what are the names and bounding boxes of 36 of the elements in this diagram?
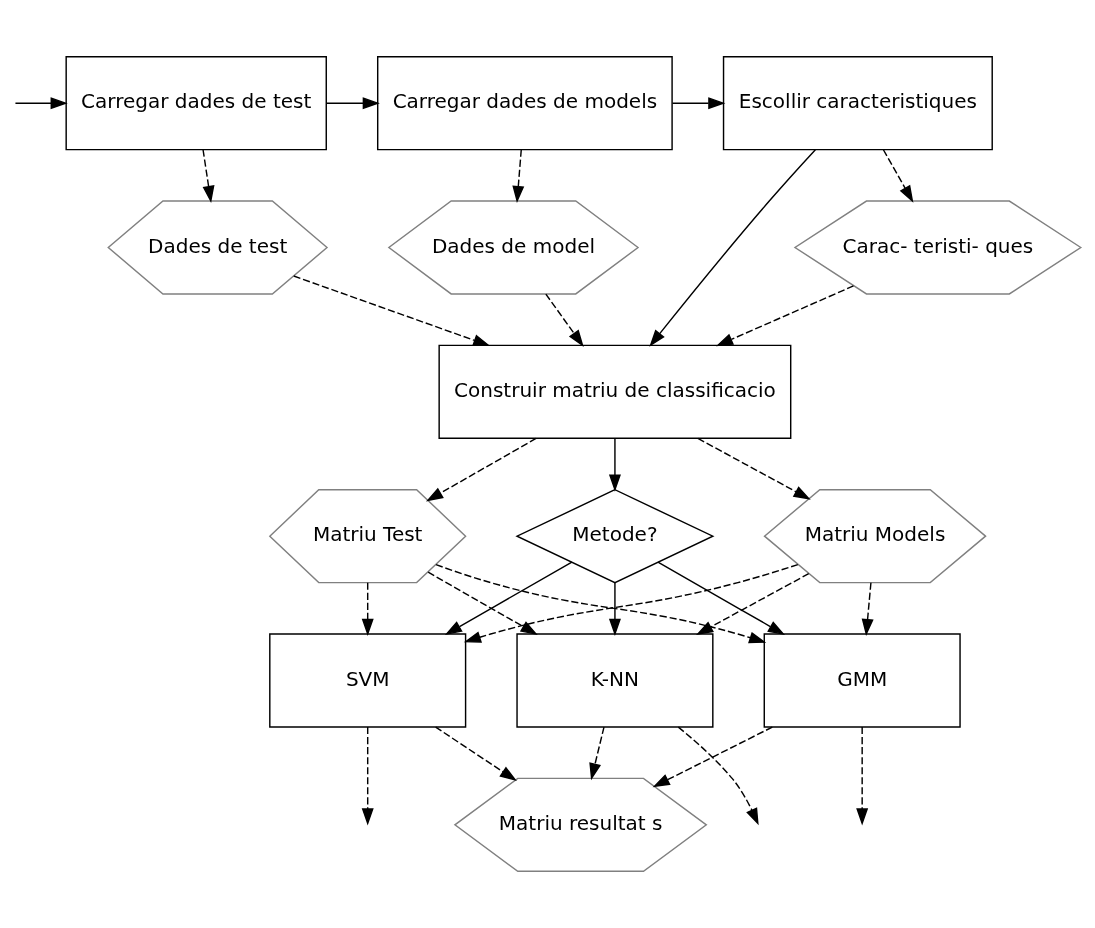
node-diamond: Metode?: [515, 488, 715, 584]
node-box: GMM: [763, 633, 961, 728]
arrow: [202, 149, 215, 203]
arrow: [463, 563, 799, 643]
arrow: [649, 149, 817, 347]
arrow: [696, 572, 810, 635]
node-box: Carregar dades de models: [377, 56, 673, 151]
node-box: Escollir caracteristiques: [722, 56, 993, 151]
node-box: Carregar dades de test: [65, 56, 327, 151]
arrow: [434, 726, 517, 782]
arrow: [435, 563, 767, 644]
arrow: [677, 726, 759, 826]
arrow: [671, 97, 726, 110]
arrow: [427, 571, 538, 635]
arrow: [715, 285, 855, 347]
arrow: [608, 437, 621, 492]
arrow: [425, 437, 537, 502]
arrow: [545, 293, 584, 347]
arrow: [657, 561, 786, 635]
arrow: [14, 97, 68, 110]
arrow: [361, 726, 374, 826]
node-box: SVM: [269, 633, 467, 728]
arrow: [856, 726, 869, 826]
arrow: [652, 726, 774, 788]
arrow: [444, 561, 573, 635]
arrow: [325, 97, 380, 110]
arrow: [608, 582, 621, 637]
arrow: [697, 437, 811, 500]
arrow: [361, 582, 374, 637]
arrow: [293, 275, 491, 346]
arrow: [861, 582, 874, 636]
arrow: [882, 149, 914, 203]
arrow: [589, 726, 605, 781]
arrow: [512, 149, 525, 203]
node-box: K-NN: [516, 633, 714, 728]
node-box: Construir matriu de classificacio: [438, 344, 792, 439]
